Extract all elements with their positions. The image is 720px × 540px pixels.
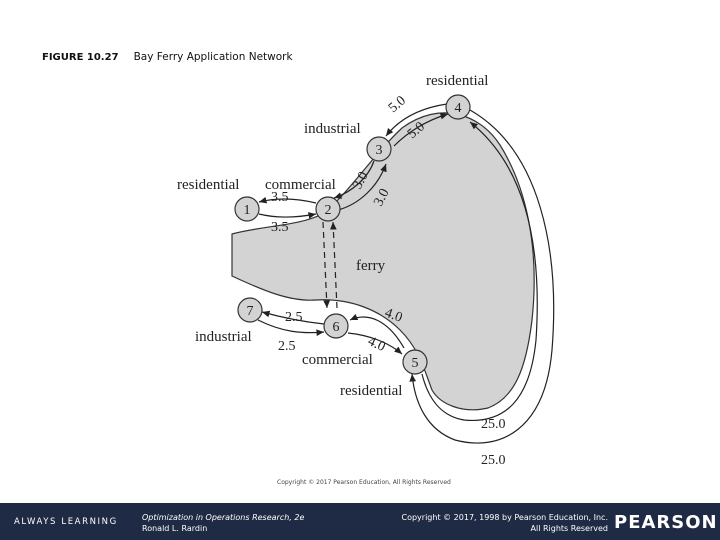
node-1-label: 1 [244,203,251,218]
figure-copyright: Copyright © 2017 Pearson Education, All … [277,479,451,486]
arc-5-4 [421,121,538,422]
node-5-label: 5 [412,356,419,371]
copyright-line-2: All Rights Reserved [530,524,608,533]
node-2: 2 [315,196,341,222]
arc-7-6 [257,319,325,337]
label-residential-top: residential [426,73,488,89]
cost-5-6: 4.0 [383,306,405,326]
figure-caption: FIGURE 10.27 Bay Ferry Application Netwo… [42,51,293,63]
arc-3-4 [393,112,449,147]
cost-3-2: 3.0 [350,169,371,191]
label-industrial-bottom: industrial [195,329,252,345]
label-industrial-top: industrial [304,121,361,137]
label-commercial-bottom: commercial [302,352,373,368]
arc-6-2-ferry [329,221,338,309]
node-7: 7 [237,297,263,323]
arc-2-1 [258,196,317,204]
figure-number: FIGURE 10.27 [42,52,119,63]
label-commercial-top: commercial [265,177,336,193]
arc-4-3 [385,103,448,137]
label-residential-left: residential [177,177,239,193]
figure-title: Bay Ferry Application Network [133,51,293,63]
arc-6-7 [261,310,325,325]
cost-4-3: 5.0 [386,93,409,116]
cost-6-5: 4.0 [365,334,387,355]
node-1: 1 [234,196,260,222]
cost-2-1: 3.5 [271,190,289,205]
node-7-label: 7 [247,304,254,319]
arc-3-2 [333,160,375,199]
arc-4-5 [409,109,555,444]
book-title: Optimization in Operations Research, 2e [142,513,305,522]
footer-copyright: Copyright © 2017, 1998 by Pearson Educat… [402,512,609,534]
book-author: Ronald L. Rardin [142,524,208,533]
cost-5-4: 25.0 [481,417,506,432]
label-ferry: ferry [356,258,386,274]
arc-2-6-ferry [322,221,331,309]
cost-6-7: 2.5 [285,310,303,325]
copyright-line-1: Copyright © 2017, 1998 by Pearson Educat… [401,513,609,522]
arc-2-3 [337,163,387,211]
node-4: 4 [445,94,471,120]
book-info: Optimization in Operations Research, 2e … [142,512,304,534]
arc-5-6 [349,313,405,349]
node-3-label: 3 [376,143,383,158]
node-5: 5 [402,349,428,375]
cost-7-6: 2.5 [278,339,296,354]
cost-2-3: 3.0 [371,186,392,208]
node-6-label: 6 [333,320,340,335]
footer-bar: ALWAYS LEARNING Optimization in Operatio… [0,503,720,540]
cost-4-5: 25.0 [481,453,506,468]
pearson-logo: PEARSON [614,512,718,533]
arc-6-5 [347,332,403,355]
node-3: 3 [366,136,392,162]
bay-water-region [231,112,535,411]
node-4-label: 4 [455,101,462,116]
always-learning-text: ALWAYS LEARNING [14,517,118,527]
node-2-label: 2 [325,203,332,218]
arc-1-2 [258,212,317,219]
cost-1-2: 3.5 [271,220,289,235]
label-residential-bottom: residential [340,383,402,399]
ferry-network-diagram: 1 2 3 4 5 6 7 residential industrial res… [177,73,555,486]
node-6: 6 [323,313,349,339]
